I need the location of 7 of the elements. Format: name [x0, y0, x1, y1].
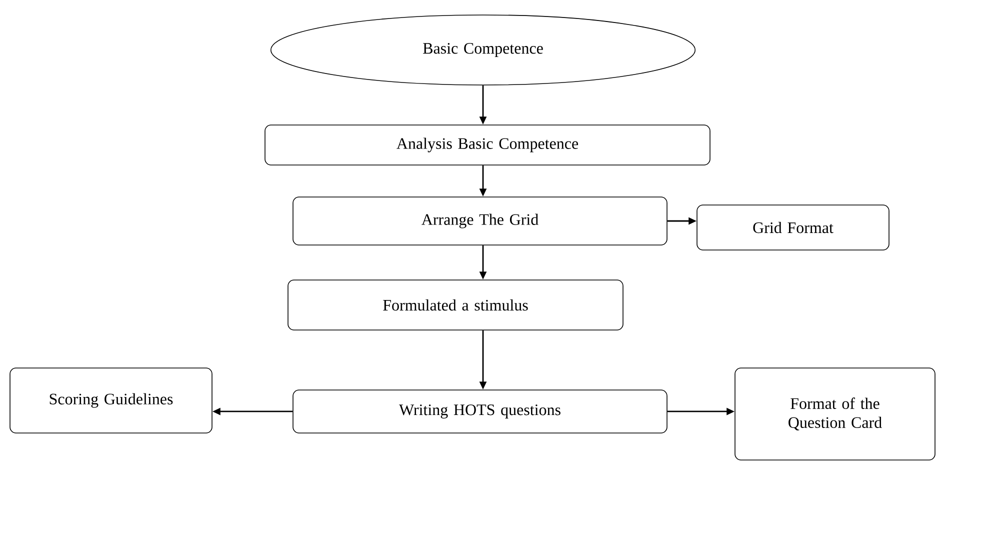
process-box: Arrange The Grid	[292, 196, 668, 246]
process-box: Grid Format	[696, 204, 890, 250]
process-box: Writing HOTS questions	[292, 390, 668, 434]
process-box: Format of the Question Card	[734, 368, 936, 460]
process-box: Analysis Basic Competence	[264, 124, 710, 166]
process-box: Scoring Guidelines	[10, 368, 212, 434]
process-box: Formulated a stimulus	[288, 280, 624, 330]
